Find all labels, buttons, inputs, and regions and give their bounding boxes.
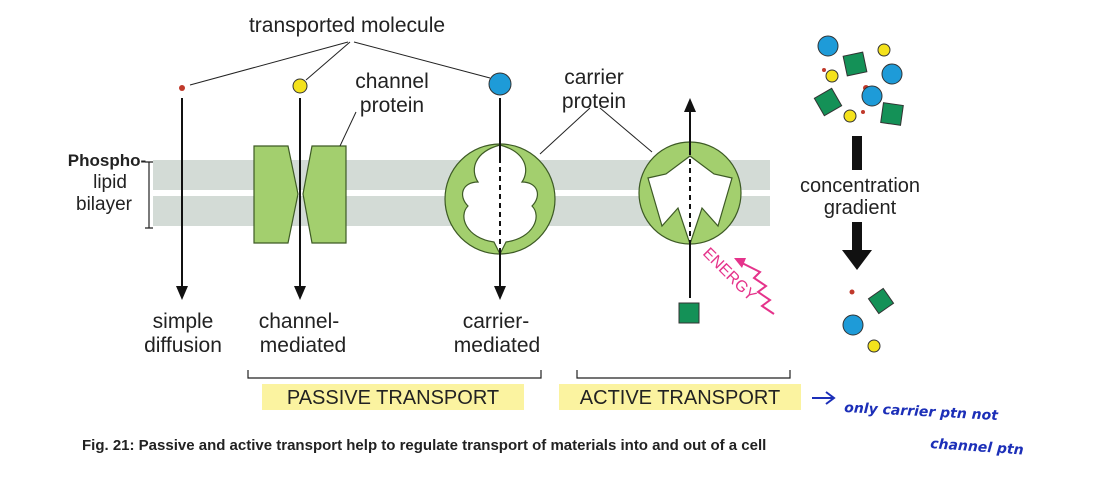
leader-line-blue: [353, 41, 491, 79]
passive-bracket: [247, 370, 542, 379]
transported-molecule-label: transported molecule: [249, 14, 445, 37]
handwritten-note-line-1: only carrier ptn not: [844, 400, 1000, 424]
gradient-arrowhead: [842, 250, 872, 270]
gradient-label-1: concentration: [800, 175, 920, 197]
carrier-protein-label-2: protein: [562, 90, 626, 113]
channel-protein-label-1: channel: [355, 70, 429, 93]
cluster-green-1: [842, 51, 868, 77]
cluster-green-3: [880, 102, 904, 126]
energy-label: ENERGY: [699, 245, 759, 305]
low-concentration-cluster: [842, 287, 895, 353]
simple-diffusion-label-1: simple: [153, 310, 214, 333]
channel-arrowhead: [294, 286, 306, 300]
cluster-yellow-3: [843, 109, 857, 123]
cluster-yellow-1: [877, 43, 891, 57]
leader-line-carrier-left: [539, 107, 591, 155]
active-bracket: [576, 370, 791, 379]
energy-indicator: ENERGY: [699, 245, 775, 315]
molecule-small-red: [179, 85, 185, 91]
active-arrowhead: [684, 98, 696, 112]
energy-squiggle: [739, 261, 775, 315]
leader-line-carrier-right: [599, 107, 653, 153]
bilayer-bracket: [145, 161, 153, 229]
leader-line-channel-protein: [339, 111, 357, 147]
cluster-yellow-2: [825, 69, 839, 83]
low-blue: [842, 314, 864, 336]
passive-transport-label: PASSIVE TRANSPORT: [287, 387, 499, 409]
carrier-protein-label-1: carrier: [564, 66, 624, 89]
gradient-label-2: gradient: [824, 197, 897, 219]
energy-arrowhead: [734, 258, 746, 268]
channel-protein: [253, 145, 347, 244]
bilayer-label-1: Phospho-: [68, 151, 146, 170]
bilayer-label-3: bilayer: [76, 194, 133, 215]
active-transport-label: ACTIVE TRANSPORT: [580, 387, 780, 409]
passive-highlight: [262, 384, 524, 410]
molecule-green-square-inside: [678, 302, 700, 324]
figure-caption: Fig. 21: Passive and active transport he…: [82, 437, 766, 454]
high-concentration-cluster: [813, 35, 904, 126]
carrier-mediated-label-1: carrier-: [463, 310, 530, 333]
cluster-blue-1: [817, 35, 839, 57]
carrier-arrowhead: [494, 286, 506, 300]
simple-diffusion-label-2: diffusion: [144, 334, 222, 357]
leader-line-small: [189, 41, 349, 86]
gradient-bar: [852, 136, 862, 170]
handwritten-note: only carrier ptn not channel ptn: [812, 391, 1024, 459]
carrier-mediated-label-2: mediated: [454, 334, 540, 357]
low-yellow: [867, 339, 881, 353]
cluster-blue-3: [861, 85, 883, 107]
channel-mediated-label-1: channel-: [259, 310, 340, 333]
cluster-blue-2: [881, 63, 903, 85]
handwritten-note-line-2: channel ptn: [930, 436, 1024, 458]
active-highlight: [559, 384, 801, 410]
molecule-yellow: [292, 78, 308, 94]
channel-mediated-label-2: mediated: [260, 334, 346, 357]
cluster-red-1: [822, 68, 826, 72]
simple-diffusion-arrowhead: [176, 286, 188, 300]
molecule-blue: [488, 72, 512, 96]
channel-protein-left: [253, 145, 299, 244]
carrier-protein-active: [638, 141, 742, 246]
leader-line-yellow: [305, 41, 351, 81]
low-red: [849, 289, 855, 295]
cluster-red-3: [861, 110, 865, 114]
channel-protein-right: [302, 145, 347, 244]
channel-protein-label-2: protein: [360, 94, 424, 117]
gradient-arrow-shaft: [852, 222, 862, 252]
low-green: [867, 287, 895, 315]
cluster-green-2: [813, 87, 843, 117]
bilayer-label-2: lipid: [93, 172, 127, 193]
handwritten-arrow: [812, 391, 836, 405]
